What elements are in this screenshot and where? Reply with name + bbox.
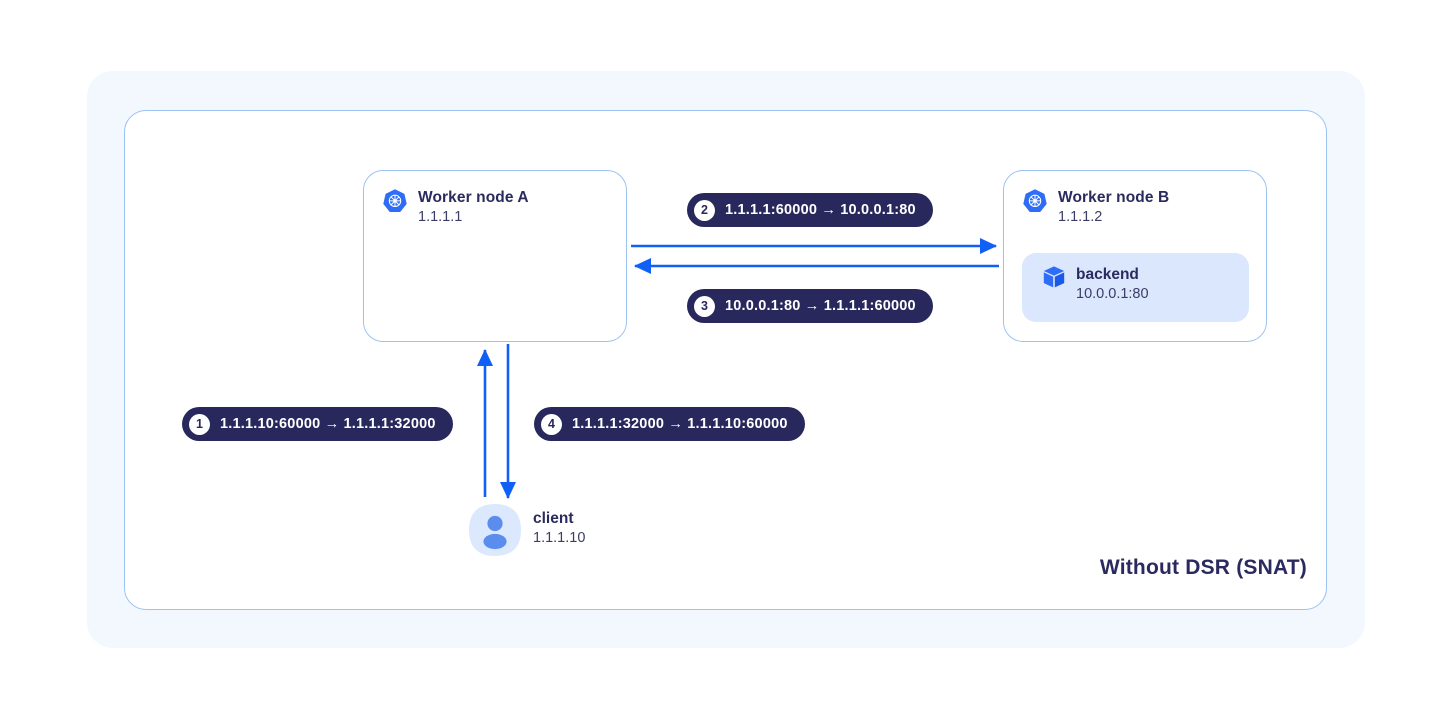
flow-pill-1: 1 1.1.1.10:60000 → 1.1.1.1:32000 xyxy=(182,407,453,441)
flow-pill-2: 2 1.1.1.1:60000 → 10.0.0.1:80 xyxy=(687,193,933,227)
kubernetes-icon xyxy=(383,189,407,213)
client-node: client 1.1.1.10 xyxy=(468,503,585,557)
worker-node-b-header: Worker node B 1.1.1.2 xyxy=(1022,188,1169,227)
backend-pod-ip: 10.0.0.1:80 xyxy=(1076,286,1149,302)
cube-icon xyxy=(1043,266,1065,288)
flow-step-number: 2 xyxy=(694,199,715,221)
flow-step-number: 1 xyxy=(189,413,210,435)
backend-pod-content: backend 10.0.0.1:80 xyxy=(1042,265,1149,304)
backend-pod-title: backend xyxy=(1076,266,1139,283)
worker-node-b-title: Worker node B xyxy=(1058,189,1170,206)
flow-label: 1.1.1.1:32000 → 1.1.1.10:60000 xyxy=(572,416,788,432)
worker-node-b-box: Worker node B 1.1.1.2 backend 10.0.0.1:8… xyxy=(1003,170,1267,342)
worker-node-a-ip: 1.1.1.1 xyxy=(418,209,463,225)
flow-label: 10.0.0.1:80 → 1.1.1.1:60000 xyxy=(725,298,916,314)
client-title: client xyxy=(533,510,574,527)
worker-node-a-header: Worker node A 1.1.1.1 xyxy=(382,188,529,227)
diagram-caption: Without DSR (SNAT) xyxy=(1099,556,1307,579)
kubernetes-icon xyxy=(1023,189,1047,213)
flow-label: 1.1.1.10:60000 → 1.1.1.1:32000 xyxy=(220,416,436,432)
user-icon xyxy=(469,504,521,556)
flow-pill-4: 4 1.1.1.1:32000 → 1.1.1.10:60000 xyxy=(534,407,805,441)
worker-node-a-title: Worker node A xyxy=(418,189,529,206)
flow-step-number: 4 xyxy=(541,413,562,435)
flow-step-number: 3 xyxy=(694,295,715,317)
worker-node-b-ip: 1.1.1.2 xyxy=(1058,209,1103,225)
flow-label: 1.1.1.1:60000 → 10.0.0.1:80 xyxy=(725,202,916,218)
worker-node-a-box: Worker node A 1.1.1.1 xyxy=(363,170,627,342)
client-ip: 1.1.1.10 xyxy=(533,530,586,546)
flow-pill-3: 3 10.0.0.1:80 → 1.1.1.1:60000 xyxy=(687,289,933,323)
backend-pod-box: backend 10.0.0.1:80 xyxy=(1022,253,1249,322)
